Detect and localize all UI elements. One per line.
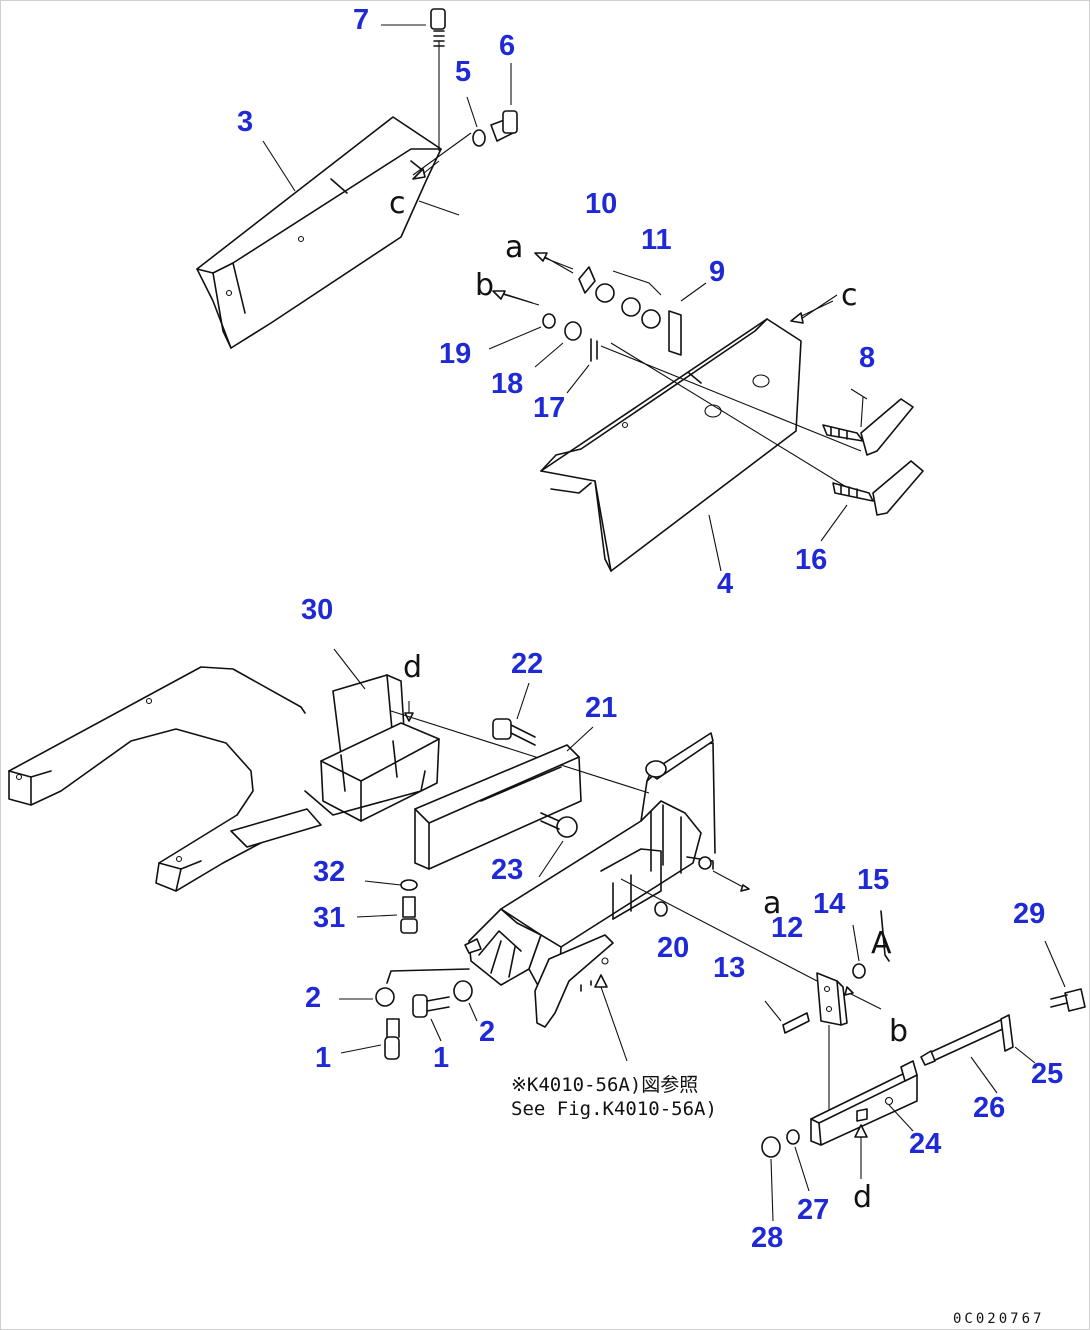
label-17: 17 (533, 392, 565, 424)
label-11: 11 (641, 224, 672, 256)
label-2a: 2 (305, 982, 321, 1014)
reference-letters: c a b c d a b A d (389, 186, 908, 1215)
label-4: 4 (717, 568, 733, 600)
marker-c-2: c (841, 278, 858, 313)
label-13: 13 (713, 952, 745, 984)
label-27: 27 (797, 1194, 829, 1226)
label-1a: 1 (315, 1042, 331, 1074)
label-23: 23 (491, 854, 523, 886)
label-6: 6 (499, 30, 515, 62)
part-3-upper-cover (196, 41, 472, 349)
bolts-1-2-31-32 (339, 879, 478, 1060)
label-26: 26 (973, 1092, 1005, 1124)
label-25: 25 (1031, 1058, 1063, 1090)
main-frame (8, 666, 306, 892)
label-15: 15 (857, 864, 889, 896)
central-chassis (464, 732, 818, 1062)
label-5: 5 (455, 56, 471, 88)
label-1b: 1 (433, 1042, 449, 1074)
label-18: 18 (491, 368, 523, 400)
bracket-30 (230, 648, 650, 848)
leaders-and-arrows (262, 140, 868, 572)
marker-a-2: a (763, 886, 781, 921)
marker-c-1: c (389, 186, 406, 221)
reference-note: ※K4010-56A)図参照 See Fig.K4010-56A) (511, 1074, 717, 1120)
label-24: 24 (909, 1128, 941, 1160)
marker-b-2: b (889, 1014, 908, 1049)
label-28: 28 (751, 1222, 783, 1254)
washer-5-bolt-6 (466, 63, 518, 147)
label-9: 9 (709, 256, 725, 288)
label-19: 19 (439, 338, 471, 370)
marker-b-1: b (475, 268, 494, 303)
marker-a-1: a (505, 230, 523, 265)
label-20: 20 (657, 932, 689, 964)
lever-16 (832, 460, 924, 516)
marker-A: A (871, 926, 892, 961)
part-4-lower-cover (540, 318, 862, 572)
lever-8 (822, 398, 914, 456)
label-32: 32 (313, 856, 345, 888)
part-number-labels: 7 6 5 3 10 11 9 8 19 18 17 16 4 30 22 21… (237, 4, 1063, 1254)
label-22: 22 (511, 648, 543, 680)
bar-21 (414, 682, 594, 878)
marker-d-2: d (853, 1180, 872, 1215)
label-14: 14 (813, 888, 845, 920)
label-21: 21 (585, 692, 617, 724)
marker-d-1: d (403, 650, 422, 685)
note-line-2: See Fig.K4010-56A) (511, 1098, 717, 1120)
label-10: 10 (585, 188, 617, 220)
drawing-code: 0C020767 (953, 1311, 1044, 1327)
label-29: 29 (1013, 898, 1045, 930)
small-parts-9-11-17-19 (488, 256, 838, 394)
label-7: 7 (353, 4, 369, 36)
bolt-7 (381, 8, 446, 47)
label-2b: 2 (479, 1016, 495, 1048)
label-16: 16 (795, 544, 827, 576)
label-8: 8 (859, 342, 875, 374)
label-12: 12 (771, 912, 803, 944)
label-3: 3 (237, 106, 253, 138)
label-31: 31 (313, 902, 345, 934)
label-30: 30 (301, 594, 333, 626)
note-line-1: ※K4010-56A)図参照 (511, 1074, 698, 1096)
right-assembly (761, 910, 1086, 1222)
